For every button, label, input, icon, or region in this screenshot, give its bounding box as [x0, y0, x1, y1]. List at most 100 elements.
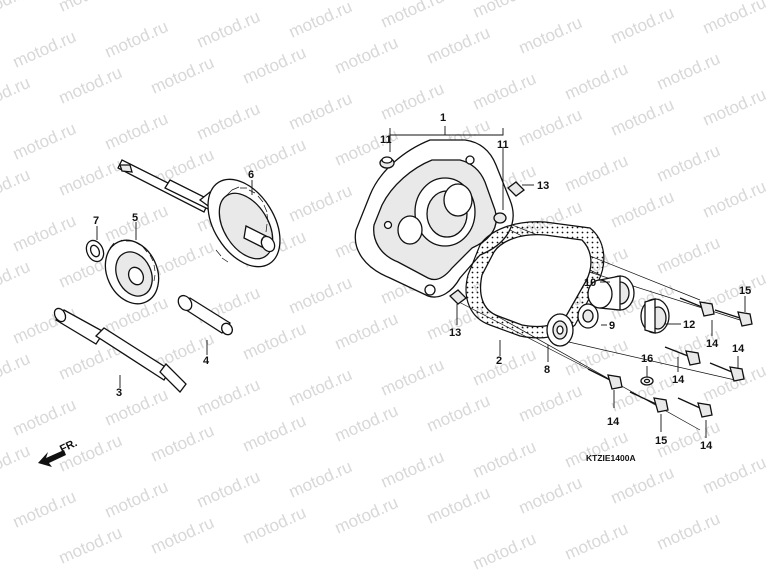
- watermark-text: motod.ru: [56, 523, 125, 568]
- callout-10: 10: [584, 277, 596, 289]
- watermark-text: motod.ru: [286, 273, 355, 318]
- callout-1: 1: [440, 112, 446, 124]
- watermark-text: motod.ru: [700, 85, 768, 130]
- part-14-bolt-b: [664, 346, 701, 366]
- watermark-text: motod.ru: [700, 177, 768, 222]
- watermark-text: motod.ru: [608, 187, 677, 232]
- callout-11-b: 11: [497, 139, 509, 151]
- part-7-washer: [85, 239, 105, 263]
- callout-6: 6: [248, 169, 254, 181]
- callout-3: 3: [116, 387, 122, 399]
- watermark-text: motod.ru: [286, 365, 355, 410]
- watermark-text: motod.ru: [148, 421, 217, 466]
- callout-15-a: 15: [739, 285, 751, 297]
- part-5-gear: [104, 239, 160, 305]
- watermark-text: motod.ru: [10, 119, 79, 164]
- watermark-text: motod.ru: [0, 73, 33, 118]
- callout-2: 2: [496, 355, 502, 367]
- watermark-text: motod.ru: [608, 3, 677, 48]
- watermark-text: motod.ru: [194, 467, 263, 512]
- watermark-text: motod.ru: [608, 95, 677, 140]
- watermark-text: motod.ru: [470, 0, 539, 22]
- callout-15-b: 15: [655, 435, 667, 447]
- part-16-washer: [640, 376, 654, 386]
- watermark-text: motod.ru: [378, 0, 447, 32]
- watermark-text: motod.ru: [700, 453, 768, 498]
- watermark-text: motod.ru: [516, 381, 585, 426]
- callout-16: 16: [641, 353, 653, 365]
- watermark-text: motod.ru: [10, 27, 79, 72]
- watermark-text: motod.ru: [470, 69, 539, 114]
- watermark-text: motod.ru: [424, 391, 493, 436]
- front-arrow-icon: [38, 450, 66, 467]
- watermark-text: motod.ru: [562, 151, 631, 196]
- watermark-text: motod.ru: [470, 437, 539, 482]
- callout-4: 4: [203, 355, 210, 367]
- watermark-text: motod.ru: [562, 519, 631, 564]
- part-13-dowel-pin-a: [507, 181, 525, 197]
- callout-14-c: 14: [732, 343, 745, 355]
- watermark-text: motod.ru: [10, 487, 79, 532]
- part-15-bolt-a: [714, 309, 753, 327]
- watermark-text: motod.ru: [516, 105, 585, 150]
- part-14-bolt-e: [677, 397, 713, 418]
- watermark-text: motod.ru: [378, 447, 447, 492]
- watermark-text: motod.ru: [286, 0, 355, 42]
- watermark-text: motod.ru: [0, 165, 33, 210]
- watermark-text: motod.ru: [0, 257, 33, 302]
- callout-14-e: 14: [700, 440, 713, 452]
- watermark-text: motod.ru: [0, 441, 33, 486]
- callout-9: 9: [609, 320, 615, 332]
- callout-7: 7: [93, 215, 99, 227]
- part-9-bearing: [577, 303, 599, 329]
- diagram-code: KTZIE1400A: [586, 453, 636, 463]
- watermark-text: motod.ru: [286, 457, 355, 502]
- part-1-transmission-cover: [354, 139, 514, 298]
- callout-8: 8: [544, 364, 550, 376]
- watermark-text: motod.ru: [194, 375, 263, 420]
- callout-labels: 1 2 3 4 5 6 7 8 9 10 11 11 12 13 13 14 1…: [93, 112, 751, 452]
- watermark-text: motod.ru: [240, 411, 309, 456]
- watermark-text: motod.ru: [654, 49, 723, 94]
- watermark-text: motod.ru: [332, 401, 401, 446]
- watermark-text: motod.ru: [332, 309, 401, 354]
- part-12-oil-seal: [640, 298, 670, 334]
- watermark-text: motod.ru: [332, 493, 401, 538]
- part-2-gasket: [465, 221, 605, 339]
- watermark-text: motod.ru: [516, 13, 585, 58]
- part-4-pinion: [177, 294, 233, 336]
- watermark-text: motod.ru: [0, 349, 33, 394]
- watermark-text: motod.ru: [562, 427, 631, 472]
- callout-13-b: 13: [449, 327, 461, 339]
- part-14-bolt-a: [679, 297, 715, 317]
- watermark-text: motod.ru: [102, 477, 171, 522]
- watermark-text: motod.ru: [286, 181, 355, 226]
- watermark-text: motod.ru: [286, 89, 355, 134]
- watermark-text: motod.ru: [608, 463, 677, 508]
- part-6-final-shaft: [117, 159, 281, 268]
- watermark-text: motod.ru: [700, 0, 768, 38]
- watermark-text: motod.ru: [654, 233, 723, 278]
- watermark-text: motod.ru: [470, 345, 539, 390]
- watermark-text: motod.ru: [102, 385, 171, 430]
- callout-14-b: 14: [672, 374, 685, 386]
- watermark-text: motod.ru: [240, 319, 309, 364]
- callout-12: 12: [683, 319, 695, 331]
- part-11-dowel-a: [379, 156, 395, 169]
- watermark-text: motod.ru: [424, 483, 493, 528]
- watermark-text: motod.ru: [378, 355, 447, 400]
- watermark-text: motod.ru: [240, 43, 309, 88]
- watermark-text: motod.ru: [424, 23, 493, 68]
- watermark-text: motod.ru: [10, 395, 79, 440]
- watermark-text: motod.ru: [332, 33, 401, 78]
- callout-leaders: [96, 126, 746, 438]
- callout-14-d: 14: [607, 416, 620, 428]
- watermark-text: motod.ru: [148, 53, 217, 98]
- watermark-text: motod.ru: [10, 211, 79, 256]
- watermark-text: motod.ru: [56, 155, 125, 200]
- part-11-dowel-b: [493, 212, 507, 224]
- part-13-dowel-pin-b: [449, 289, 467, 305]
- watermark-text: motod.ru: [194, 99, 263, 144]
